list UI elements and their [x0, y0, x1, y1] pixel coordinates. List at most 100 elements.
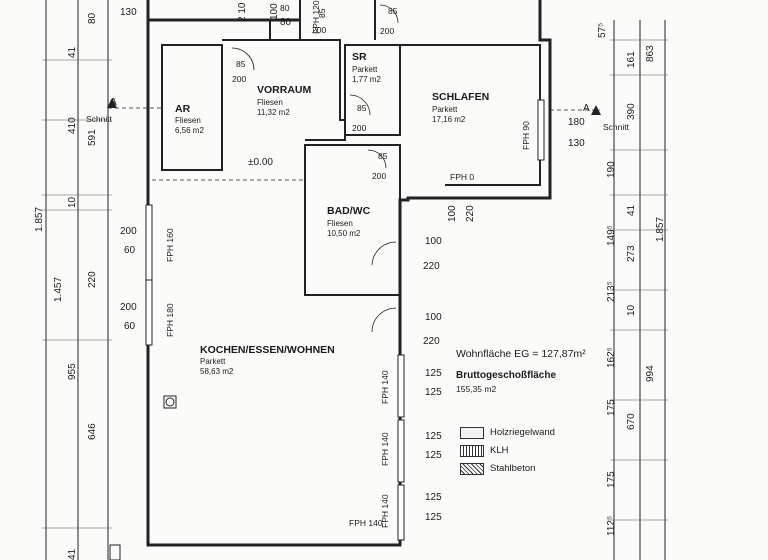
- dim-right-670: 670: [626, 413, 637, 430]
- window-label-fph160: FPH 160: [165, 228, 175, 262]
- dim-left-646: 646: [87, 423, 98, 440]
- window-label-fph140-2: FPH 140: [380, 432, 390, 466]
- dim-d85-4: 85: [357, 103, 367, 113]
- door-swing-top: [379, 4, 399, 24]
- window-left-2: [145, 279, 153, 346]
- room-name-kochen: KOCHEN/ESSEN/WOHNEN: [200, 344, 335, 356]
- dim-left-220: 220: [87, 271, 98, 288]
- dim-right-161: 161: [626, 51, 637, 68]
- brutto-title: Bruttogeschoßfläche: [456, 370, 557, 381]
- chimney-icon: [163, 395, 177, 409]
- dim-d200-2: 200: [232, 74, 247, 84]
- dim-window-k125-5: 125: [425, 492, 442, 503]
- dim-window-k125-1: 125: [425, 368, 442, 379]
- window-right-3: [397, 484, 405, 541]
- dim-right-863: 863: [645, 45, 656, 62]
- wall-bad: [304, 144, 401, 296]
- dim-window-200-2: 200: [120, 302, 137, 313]
- door-swing-vorraum: [231, 47, 255, 71]
- window-right-1: [397, 354, 405, 418]
- dim-window-200-1: 200: [120, 226, 137, 237]
- window-label-fph90: FPH 90: [521, 121, 531, 150]
- brutto-value: 155,35 m2: [456, 384, 497, 394]
- dim-right-41: 41: [626, 204, 637, 216]
- legend-label-holzriegelwand: Holzriegelwand: [490, 427, 555, 438]
- dim-left-10: 10: [67, 196, 78, 208]
- legend-label-stahlbeton: Stahlbeton: [490, 463, 536, 474]
- dim-right-112: 112⁵: [606, 515, 617, 536]
- dim-right-994: 994: [645, 365, 656, 382]
- dim-door-kochen-220: 220: [423, 336, 440, 347]
- window-schlafen: [537, 99, 545, 161]
- dim-window-60-2: 60: [124, 321, 136, 332]
- room-area-ar: 6,56 m2: [175, 126, 204, 135]
- dim-top-80: 80: [280, 17, 292, 28]
- dim-schlafen-180: 180: [568, 117, 585, 128]
- door-swing-kochen: [371, 307, 397, 333]
- door-swing-bad-top: [367, 149, 387, 169]
- dim-right-162: 162⁵: [606, 347, 617, 368]
- room-floor-kochen: Parkett: [200, 357, 226, 366]
- wall-vorraum: [222, 39, 346, 141]
- dim-window-k125-4: 125: [425, 450, 442, 461]
- room-name-schlafen: SCHLAFEN: [432, 91, 490, 103]
- section-marker-a-left: A: [110, 97, 117, 108]
- dim-left-1857: 1.857: [34, 206, 45, 232]
- chimney-circle: [165, 397, 175, 407]
- dim-right-175a: 175: [606, 399, 617, 416]
- room-floor-sr: Parkett: [352, 65, 378, 74]
- section-marker-a-right: A: [583, 103, 590, 114]
- dim-d200-1: 200: [380, 26, 395, 36]
- room-name-sr: SR: [352, 51, 367, 63]
- dim-door-bad-220: 220: [423, 261, 440, 272]
- legend-swatch-holzriegelwand: [460, 427, 484, 439]
- window-label-fph140-4: FPH 140: [349, 518, 383, 528]
- dim-left-1457: 1.457: [53, 276, 64, 302]
- dim-top-130: 130: [120, 7, 137, 18]
- room-name-ar: AR: [175, 103, 191, 115]
- dim-door-kochen-100: 100: [425, 312, 442, 323]
- dim-fph0-220: 220: [465, 205, 476, 222]
- dim-right-10: 10: [626, 304, 637, 316]
- section-marker-right: [591, 105, 601, 115]
- exterior-wall: [146, 0, 552, 547]
- dim-window-k125-2: 125: [425, 387, 442, 398]
- dim-right-1857: 1.857: [655, 216, 666, 242]
- dim-window-k125-3: 125: [425, 431, 442, 442]
- dim-top-210: 2 10: [237, 2, 248, 22]
- room-floor-bad: Fliesen: [327, 219, 353, 228]
- dim-right-273: 273: [626, 245, 637, 262]
- dim-d85-1: 85: [388, 6, 398, 16]
- dim-schlafen-130: 130: [568, 138, 585, 149]
- dim-d200-5: 200: [312, 25, 327, 35]
- room-area-schlafen: 17,16 m2: [432, 115, 466, 124]
- dim-d85-3: 85: [317, 8, 327, 18]
- section-label-right: Schnitt: [603, 122, 629, 132]
- dim-left-80: 80: [87, 12, 98, 24]
- dim-d85-5: 85: [378, 151, 388, 161]
- room-area-bad: 10,50 m2: [327, 229, 361, 238]
- door-swing-sr: [349, 94, 371, 116]
- room-area-sr: 1,77 m2: [352, 75, 381, 84]
- dim-right-390: 390: [626, 103, 637, 120]
- section-label-left: Schnitt: [86, 114, 112, 124]
- dim-window-k125-6: 125: [425, 512, 442, 523]
- window-label-fph0: FPH 0: [450, 172, 475, 182]
- dim-window-60-1: 60: [124, 245, 136, 256]
- dim-d85-2: 85: [236, 59, 246, 69]
- dim-right-57: 57⁵: [597, 22, 608, 38]
- dim-right-190: 190: [606, 161, 617, 178]
- room-name-vorraum: VORRAUM: [257, 84, 312, 96]
- window-left-1: [145, 204, 153, 281]
- dim-d200-3: 200: [352, 123, 367, 133]
- room-floor-vorraum: Fliesen: [257, 98, 283, 107]
- dim-left-410: 410: [67, 117, 78, 134]
- dim-right-149: 149⁵: [606, 225, 617, 246]
- legend-swatch-klh: [460, 445, 484, 457]
- room-floor-ar: Fliesen: [175, 116, 201, 125]
- section-marker-left: [107, 98, 117, 108]
- dim-left-41b: 41: [67, 548, 78, 560]
- entry-step: [109, 544, 121, 560]
- room-area-vorraum: 11,32 m2: [257, 108, 290, 117]
